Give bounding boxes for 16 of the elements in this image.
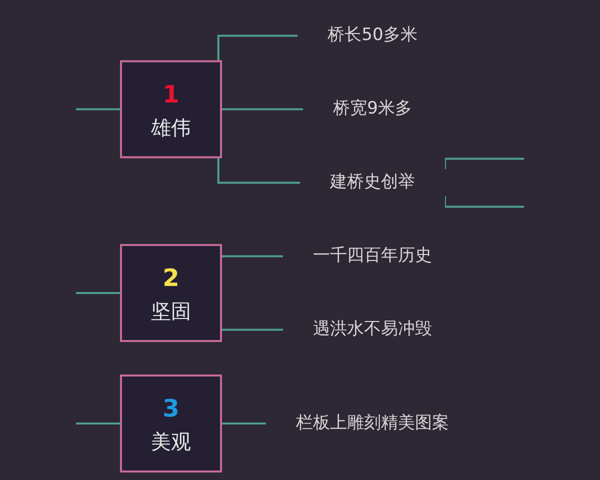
node-text: 桥宽9米多 [333,98,412,119]
connector [220,422,266,425]
connector [75,108,121,110]
node-text: 栏板上雕刻精美图案 [296,413,449,433]
node-text: 建桥史创举 [330,172,415,192]
node-text: 桥长50多米 [328,25,418,46]
node-box: 2 坚固 [120,244,222,342]
node-text: 一千四百年历史 [313,246,432,266]
connector [75,422,121,425]
connector [217,35,298,62]
node-box: 3 美观 [120,374,222,473]
connector [220,108,304,110]
connector [75,292,121,294]
node-box: 1 雄伟 [120,60,222,158]
connector [217,158,300,184]
node-text: 遇洪水不易冲毁 [313,319,432,340]
